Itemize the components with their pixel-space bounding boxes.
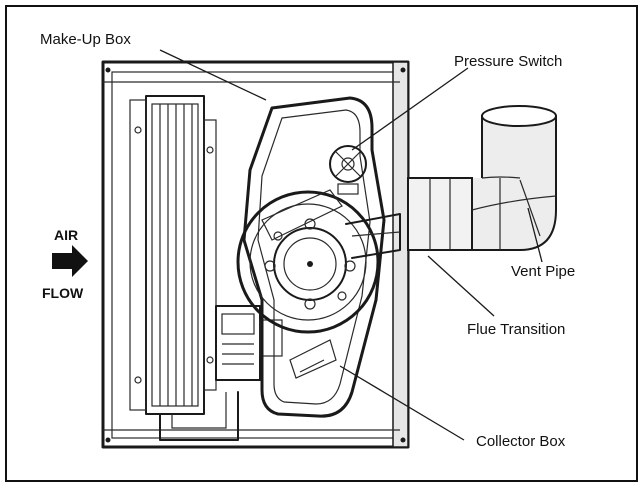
outer-frame (5, 5, 638, 482)
cabinet (101, 60, 410, 449)
flue-transition (407, 177, 473, 251)
make-up-box-label: Make-Up Box (40, 31, 131, 48)
collector-box-label: Collector Box (476, 433, 566, 450)
air-label: AIR (54, 227, 78, 243)
pressure-switch-label: Pressure Switch (454, 53, 562, 70)
vent-pipe (471, 105, 557, 251)
burner-tube (159, 391, 239, 441)
air-flow-indicator: AIR FLOW (42, 227, 88, 301)
pressure-switch (329, 145, 367, 195)
gas-valve (215, 305, 283, 381)
flue-transition-label: Flue Transition (467, 321, 565, 338)
leader-lines (159, 49, 543, 441)
vent-pipe-label: Vent Pipe (511, 263, 575, 280)
collector-box (242, 96, 386, 418)
flow-label: FLOW (42, 285, 84, 301)
inducer-blower (236, 189, 401, 334)
arrow-right-icon (52, 245, 88, 277)
heat-exchanger (129, 95, 217, 415)
